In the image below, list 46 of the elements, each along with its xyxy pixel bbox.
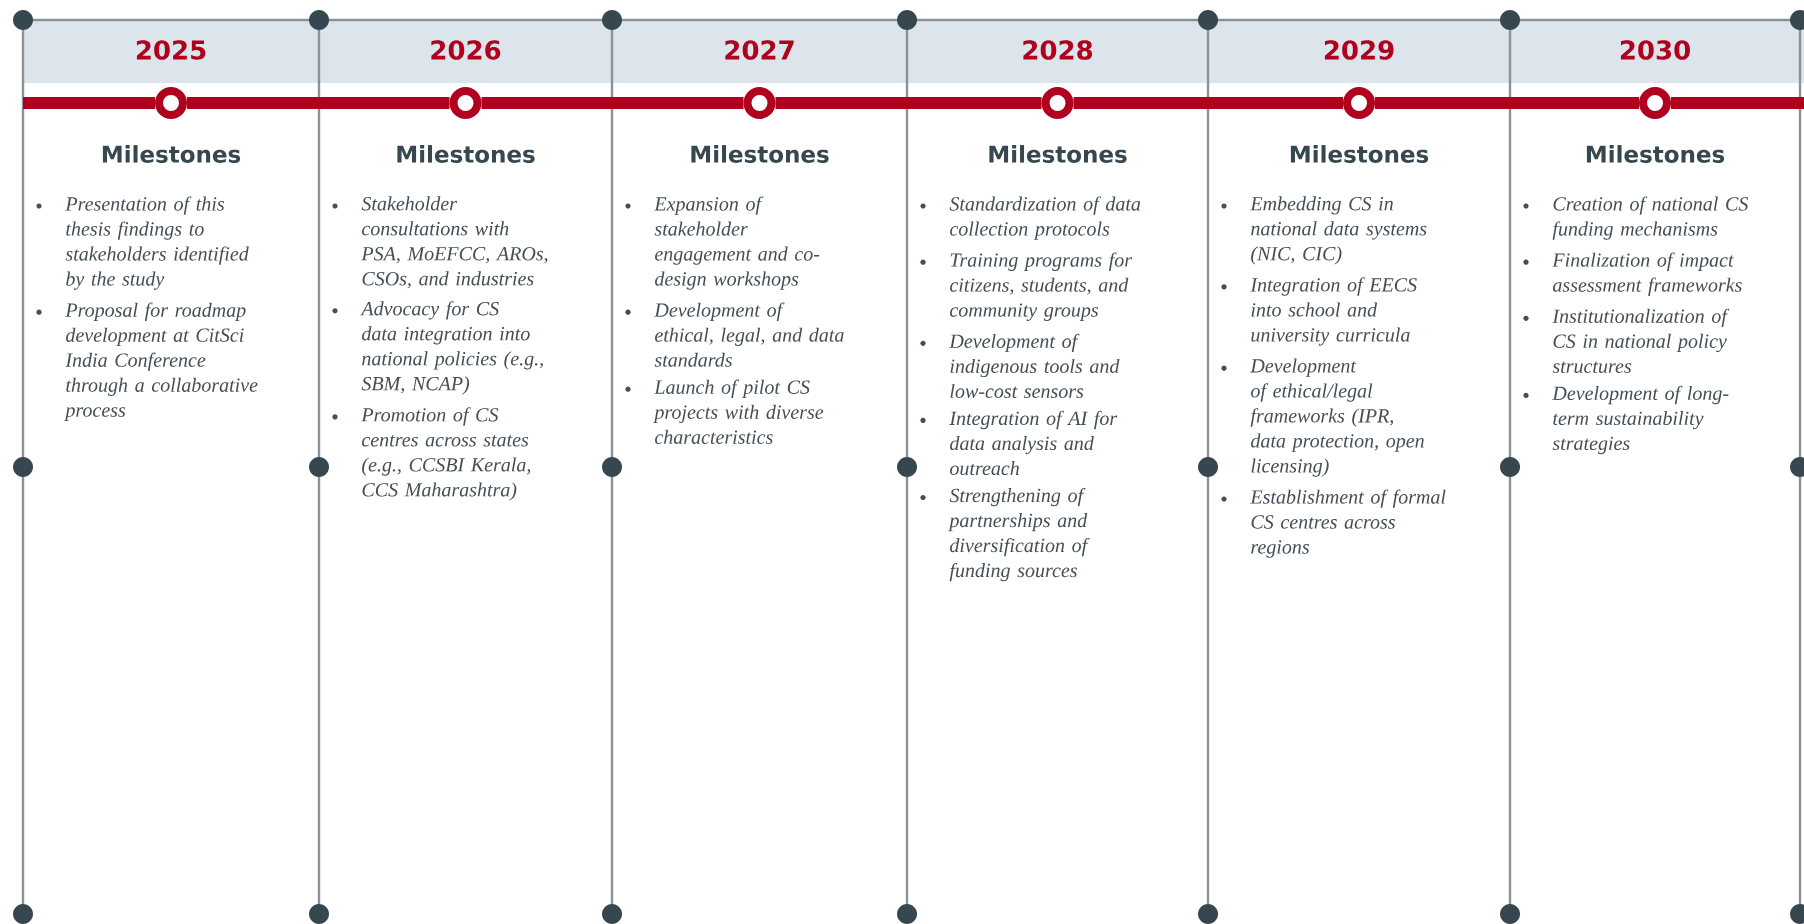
section-heading: Milestones	[989, 145, 1127, 163]
year-label: 2030	[1620, 40, 1690, 60]
bullet-item: Proposal for roadmap development at CitSci India Conference through a collaborative process	[64, 302, 258, 421]
bullet-item: Integration of AI for data analysis and outreach	[949, 410, 1118, 476]
timeline-line	[1671, 97, 1804, 109]
year-label: 2026	[431, 40, 501, 60]
bullet-item: Training programs for citizens, students, and community groups	[950, 252, 1133, 321]
bullet-item: Creation of national CS funding mechanisms	[1552, 196, 1749, 240]
timeline-marker	[1041, 87, 1074, 119]
bullet-item: Embedding CS in national data systems (NIC, CIC)	[1250, 196, 1427, 265]
timeline-marker	[743, 87, 776, 119]
timeline-marker	[449, 87, 482, 119]
bullet-item: Launch of pilot CS projects with diverse characteristics	[653, 379, 824, 444]
bullet-item: Advocacy for CS data integration into national policies (e.g., SBM, NCAP)	[360, 301, 543, 395]
bullet-item: Strengthening of partnerships and diversification of funding sources	[948, 487, 1090, 582]
section-heading: Milestones	[1586, 145, 1725, 163]
timeline-marker	[1639, 87, 1671, 119]
timeline-line	[23, 97, 155, 109]
timeline-line	[1073, 97, 1343, 109]
timeline-marker	[155, 87, 187, 119]
year-label: 2025	[136, 40, 206, 60]
bullet-item: Promotion of CS centres across states (e.g., CCSBI Kerala, CCS Maharashtra)	[361, 407, 531, 501]
year-label: 2027	[725, 40, 794, 60]
timeline-marker	[1343, 87, 1375, 119]
bullet-item: Standardization of data collection protocols	[949, 196, 1141, 240]
bullet-item: Stakeholder consultations with PSA, MoEFCC, AROs, CSOs, and industries	[361, 196, 548, 289]
bullet-item: Expansion of stakeholder engagement and co-design workshops	[654, 196, 820, 290]
bullet-item: Development of ethical/legal frameworks (IPR, data protection, open licensing)	[1250, 358, 1424, 477]
section-heading: Milestones	[691, 145, 829, 163]
section-heading: Milestones	[102, 145, 241, 163]
bullet-item: Presentation of this thesis findings to stakeholders identified by the study	[65, 196, 249, 290]
timeline-line	[187, 97, 450, 109]
bullet-item: Development of indigenous tools and low-cost sensors	[949, 333, 1120, 398]
year-label: 2029	[1324, 40, 1394, 60]
bullet-item: Development of ethical, legal, and data standards	[654, 302, 844, 367]
bullet-item: Finalization of impact assessment frameworks	[1552, 252, 1742, 296]
timeline-line	[481, 97, 744, 109]
year-label: 2028	[1023, 40, 1093, 60]
bullet-item: Establishment of formal CS centres across regions	[1250, 489, 1446, 558]
bullet-item: Development of long-term sustainability strategies	[1552, 385, 1729, 455]
section-heading: Milestones	[1290, 145, 1429, 163]
timeline-line	[775, 97, 1042, 109]
bullet-item: Institutionalization of CS in national policy structures	[1552, 308, 1730, 373]
timeline-line	[1375, 97, 1639, 109]
bullet-item: Integration of EECS into school and university curricula	[1250, 277, 1417, 346]
section-heading: Milestones	[397, 145, 535, 163]
